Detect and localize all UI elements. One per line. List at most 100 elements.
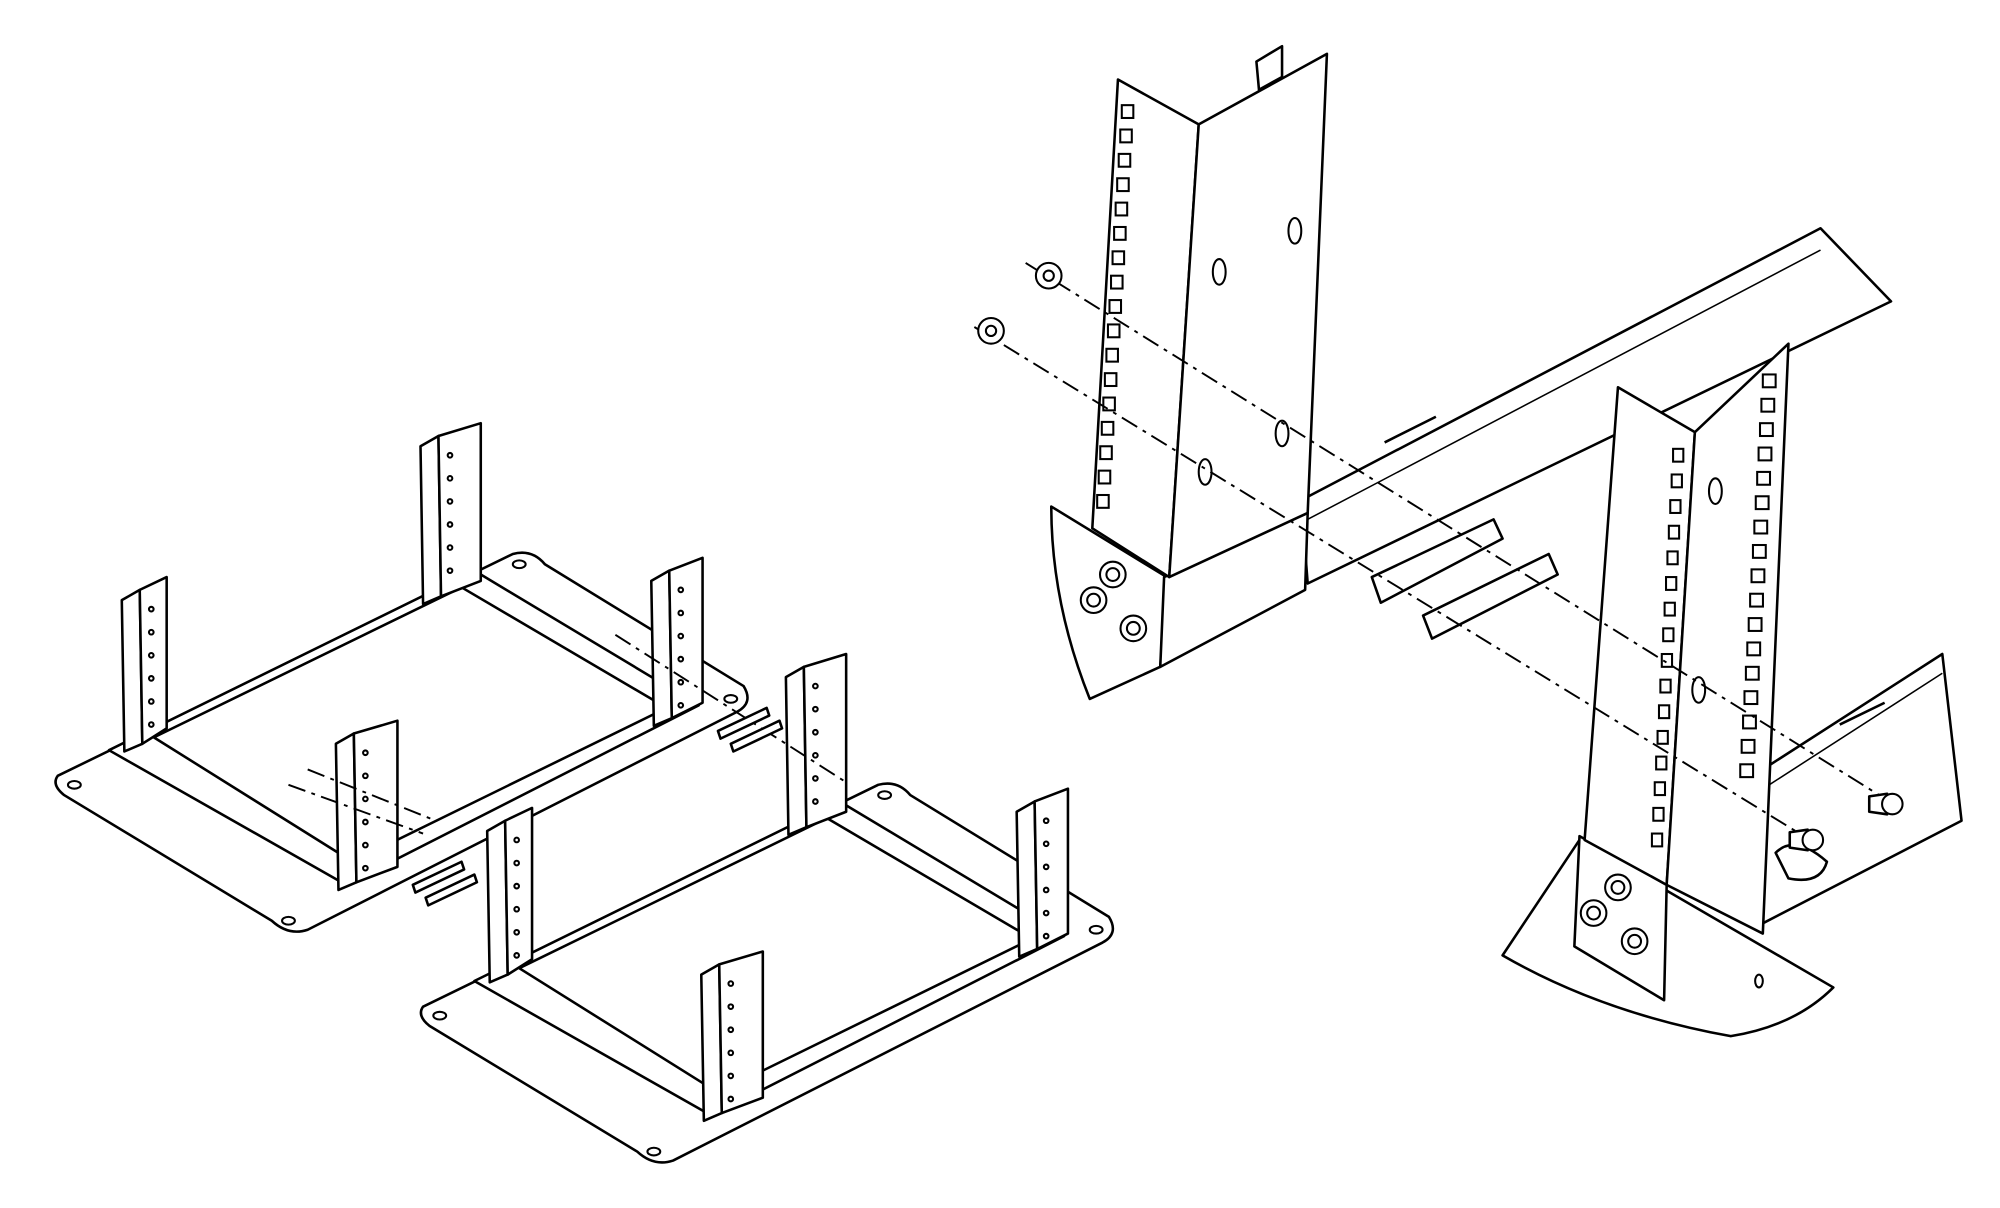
- square-hole-right: [1744, 665, 1760, 681]
- upright-hole-1: [446, 567, 454, 574]
- square-hole-right: [1756, 470, 1772, 486]
- square-hole-left: [1106, 323, 1121, 339]
- square-hole-left: [1096, 493, 1110, 509]
- plate-hole-1: [511, 559, 527, 570]
- plate-hole-2: [646, 1146, 662, 1157]
- upright-hole-1: [362, 864, 369, 872]
- square-hole-right: [1650, 832, 1664, 848]
- beam-edge: [1768, 672, 1943, 786]
- upright-hole-2: [727, 1095, 735, 1103]
- square-hole-right: [1656, 729, 1669, 745]
- square-hole-left: [1116, 177, 1130, 193]
- upright-hole-1: [362, 795, 369, 803]
- hex-nut: [1042, 269, 1055, 282]
- upright-hole-2: [513, 952, 521, 959]
- upright-hole-2: [513, 928, 521, 936]
- square-hole-right: [1669, 499, 1682, 514]
- square-hole-left: [1120, 104, 1135, 120]
- square-hole-left: [1103, 372, 1118, 388]
- square-hole-right: [1655, 755, 1668, 771]
- square-hole-left: [1100, 420, 1115, 436]
- upright-hole-2: [812, 728, 819, 736]
- upright-hole-1: [362, 818, 369, 826]
- square-hole-left: [1111, 250, 1126, 266]
- upright-hole-1: [147, 628, 155, 636]
- bolt-head: [1125, 620, 1141, 636]
- square-hole-right: [1753, 519, 1769, 535]
- square-hole-right: [1743, 690, 1759, 706]
- upright-hole-2: [1042, 840, 1050, 848]
- upright-hole-1: [446, 544, 454, 551]
- upright-hole-2: [1042, 817, 1050, 825]
- square-hole-right: [1672, 447, 1685, 463]
- square-hole-left: [1109, 274, 1124, 290]
- alignment-line: [307, 768, 437, 822]
- hex-nut: [984, 324, 998, 338]
- bolt-head: [1105, 567, 1121, 582]
- bolt-head: [1610, 879, 1626, 895]
- square-hole-right: [1660, 652, 1674, 668]
- upright-hole-1: [362, 841, 369, 849]
- upright-hole-1: [677, 678, 685, 686]
- square-hole-right: [1659, 678, 1672, 694]
- square-hole-left: [1097, 469, 1112, 485]
- bracket-hole: [1754, 973, 1764, 989]
- upright-hole-1: [677, 586, 685, 594]
- alignment-line: [973, 326, 1822, 848]
- square-hole-right: [1758, 422, 1774, 438]
- upright-hole-1: [677, 701, 685, 709]
- alignment-line: [614, 633, 847, 784]
- oval-slot: [1274, 419, 1290, 448]
- square-hole-left: [1105, 347, 1119, 363]
- square-hole-right: [1761, 373, 1777, 389]
- plate-hole-2: [1088, 924, 1104, 935]
- oval-slot: [1287, 216, 1303, 245]
- screw-head: [1801, 828, 1825, 852]
- upright-side-1: [138, 575, 168, 746]
- square-hole-right: [1652, 806, 1665, 822]
- oval-slot: [1691, 676, 1707, 704]
- connector-pin: [411, 860, 466, 894]
- square-hole-right: [1760, 397, 1776, 413]
- upright-side-1: [352, 719, 399, 884]
- plate-hole-1: [66, 779, 82, 790]
- square-hole-right: [1653, 781, 1667, 797]
- square-hole-right: [1749, 592, 1764, 608]
- square-hole-right: [1670, 473, 1683, 489]
- oval-slot: [1211, 258, 1227, 286]
- upright-hole-2: [1042, 932, 1050, 940]
- upright-hole-2: [1042, 909, 1050, 917]
- square-hole-right: [1666, 550, 1679, 566]
- beam-edge: [1307, 249, 1821, 521]
- square-hole-left: [1113, 225, 1127, 241]
- upright-hole-2: [727, 980, 735, 987]
- upright-hole-1: [446, 521, 454, 528]
- connector-pin: [716, 706, 771, 740]
- post-side-right: [1665, 342, 1790, 935]
- square-hole-right: [1746, 641, 1762, 657]
- upright-hole-1: [147, 721, 155, 728]
- upright-hole-2: [812, 751, 819, 759]
- plate-hole-1: [723, 694, 739, 704]
- upright-side-2: [1033, 787, 1070, 951]
- screw-head: [1881, 792, 1904, 816]
- square-hole-right: [1740, 738, 1756, 754]
- plate-hole-2: [432, 1010, 448, 1021]
- square-hole-right: [1751, 543, 1767, 559]
- square-hole-right: [1667, 524, 1681, 540]
- upright-hole-2: [727, 1026, 735, 1034]
- square-hole-left: [1102, 396, 1116, 412]
- upright-side-2: [802, 652, 848, 829]
- upright-hole-1: [677, 655, 685, 663]
- square-hole-right: [1665, 576, 1678, 591]
- upright-hole-2: [513, 836, 521, 844]
- upright-hole-1: [677, 609, 685, 617]
- upright-hole-1: [147, 651, 155, 659]
- upright-hole-2: [727, 1003, 735, 1011]
- upright-hole-1: [147, 675, 155, 682]
- upright-hole-2: [812, 798, 819, 805]
- upright-hole-2: [727, 1072, 735, 1080]
- upright-hole-1: [147, 605, 155, 613]
- upright-hole-2: [1042, 863, 1050, 871]
